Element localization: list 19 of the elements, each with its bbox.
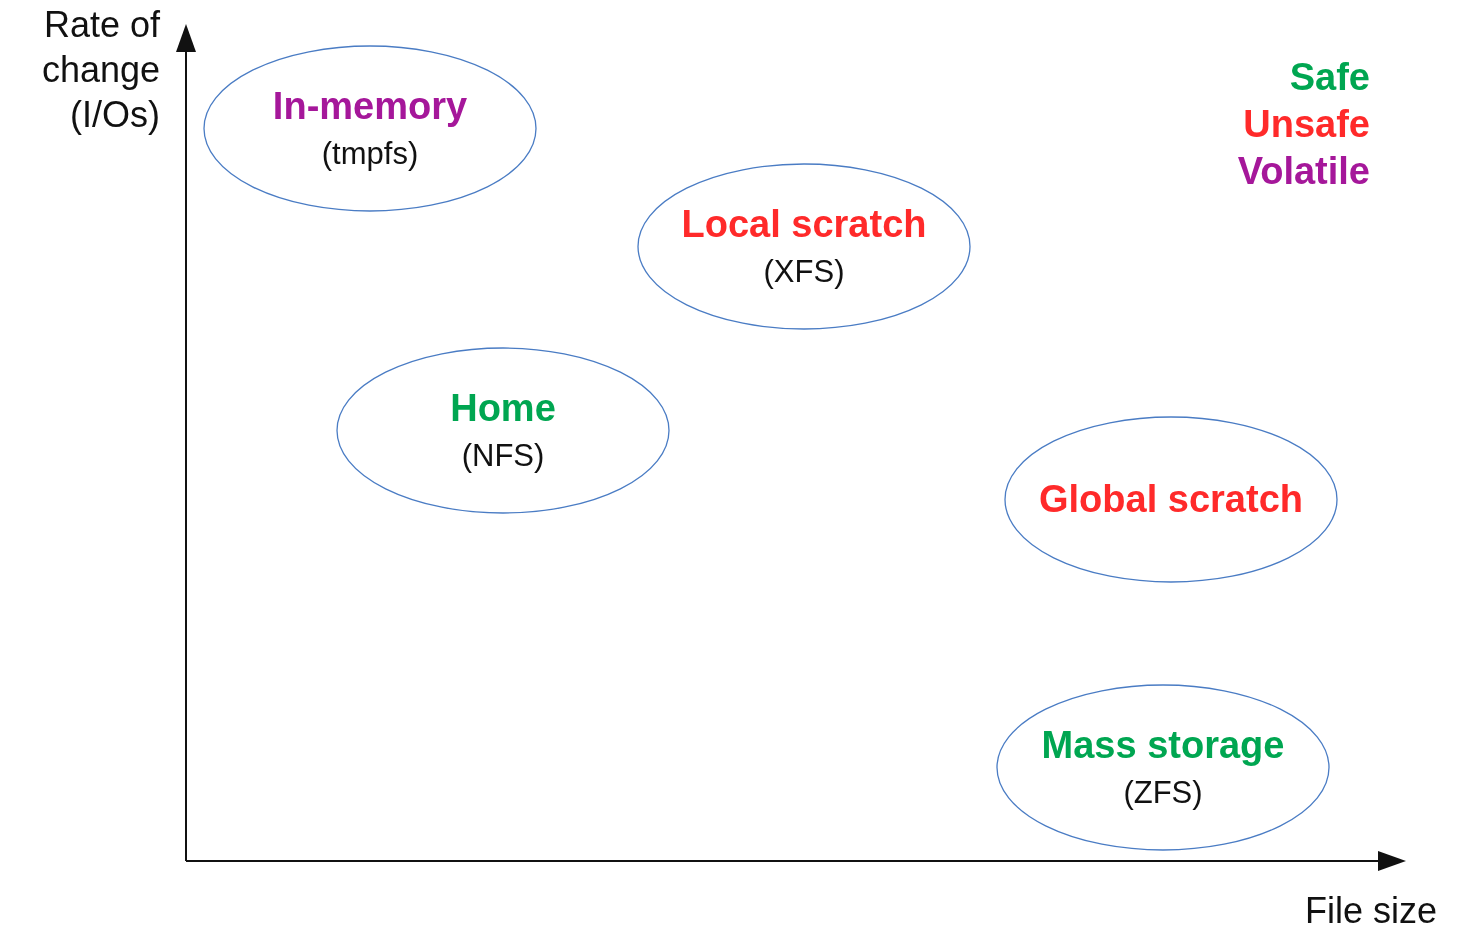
ellipse-node [637,163,971,330]
legend-label: Volatile [1237,149,1370,194]
storage-name: Global scratch [1039,478,1303,521]
ellipse-node [996,684,1330,851]
filesystem-type: (NFS) [461,438,545,474]
filesystem-type: (tmpfs) [321,136,419,172]
storage-name: In-memory [272,85,468,128]
ellipse-node [203,45,537,212]
legend-label: Safe [1289,55,1370,100]
x-axis-label: File size [1305,889,1439,931]
ellipse-node [1004,416,1338,583]
ellipse-node [336,347,670,514]
filesystem-type: (XFS) [763,254,845,290]
storage-name: Mass storage [1041,724,1285,767]
legend-label: Unsafe [1243,102,1370,147]
storage-name: Local scratch [681,203,927,246]
storage-name: Home [450,387,556,430]
filesystem-type: (ZFS) [1123,775,1203,811]
y-axis-label: Rate of change (I/Os) [40,3,160,137]
